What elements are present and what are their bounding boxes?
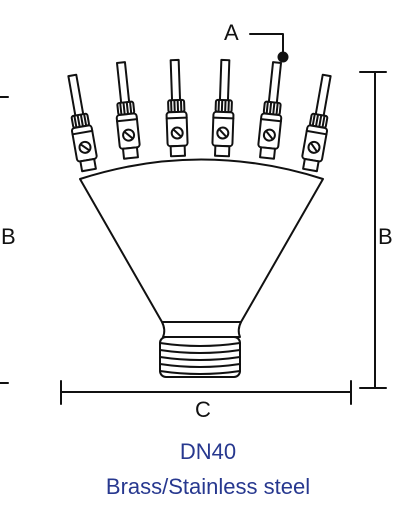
nozzle-assembly <box>301 73 332 173</box>
label-a: A <box>224 20 239 45</box>
nut-knurl-line <box>275 102 279 115</box>
body-band <box>165 116 188 120</box>
manifold-neck <box>161 321 242 338</box>
body-band <box>116 118 138 123</box>
screw-slot <box>172 128 182 138</box>
body-band <box>305 129 328 136</box>
nozzle-base <box>121 146 139 160</box>
caption-material: Brass/Stainless steel <box>105 474 311 499</box>
nozzle-assembly <box>165 58 189 158</box>
nut-knurl-line <box>122 102 126 115</box>
nut-knurl-line <box>318 115 323 127</box>
nozzle-base <box>302 157 320 173</box>
nozzle-base <box>79 157 97 173</box>
caption-size: DN40 <box>179 439 237 464</box>
label-b-right: B <box>378 224 393 249</box>
nut-knurl-line <box>83 113 88 126</box>
dimension-b-left <box>0 96 9 384</box>
nut-knurl-line <box>265 101 269 114</box>
dimension-c <box>60 380 352 405</box>
dimension-b-right <box>359 71 387 389</box>
nut-knurl-line <box>272 102 276 115</box>
threaded-connection <box>159 336 241 378</box>
label-c: C <box>195 397 211 422</box>
nut-knurl-line <box>269 102 273 115</box>
label-b-left: B <box>1 224 16 249</box>
nut-knurl-line <box>125 102 129 115</box>
nozzle-base <box>214 144 231 158</box>
nut-knurl-line <box>129 101 133 114</box>
nozzle-assembly <box>67 73 98 173</box>
screw-slot <box>79 143 91 152</box>
screw-slot <box>218 128 228 138</box>
screw-slot <box>265 130 274 140</box>
nut-knurl-line <box>73 115 78 128</box>
screw-slot <box>310 142 318 153</box>
screw-slot <box>123 131 134 140</box>
nozzle-assembly <box>211 58 235 158</box>
nut-knurl-line <box>311 113 316 126</box>
nozzle-assembly <box>115 61 141 160</box>
body-band <box>71 129 94 136</box>
nozzle-group <box>67 58 332 173</box>
manifold-head <box>79 158 324 323</box>
body-band <box>260 118 282 123</box>
nozzle-assembly <box>257 61 283 160</box>
body-band <box>212 116 235 120</box>
nut-knurl-line <box>321 115 326 128</box>
nozzle-base <box>259 146 277 160</box>
nut-knurl-line <box>119 102 123 115</box>
nut-knurl-line <box>315 114 319 127</box>
label-a-leader <box>249 33 289 63</box>
nut-knurl-line <box>80 114 84 127</box>
nozzle-base <box>169 144 186 158</box>
nut-knurl-line <box>76 115 81 127</box>
